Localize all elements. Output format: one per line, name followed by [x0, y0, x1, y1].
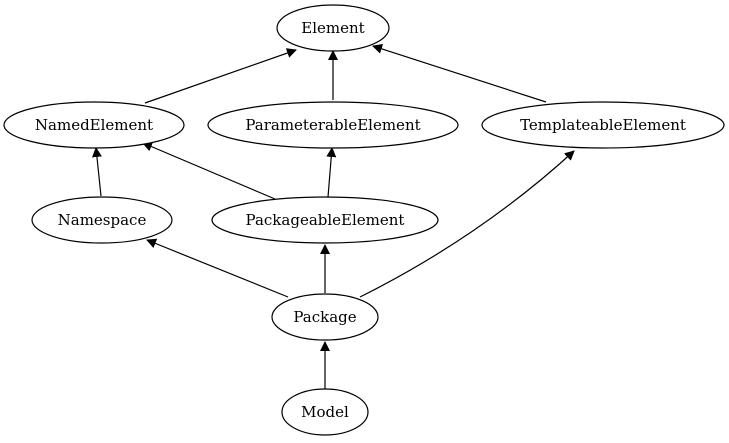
node-label: Element: [301, 19, 364, 37]
node-element[interactable]: Element: [276, 4, 390, 52]
node-label: TemplateableElement: [520, 116, 686, 134]
node-label: ParameterableElement: [245, 116, 420, 134]
node-namespace[interactable]: Namespace: [31, 196, 173, 244]
node-packageableelement[interactable]: PackageableElement: [211, 196, 439, 244]
node-label: Namespace: [58, 211, 147, 229]
edge-packageableelement-to-namedelement: [142, 141, 276, 200]
edge-packageableelement-to-parameterableelement: [326, 147, 337, 198]
node-package[interactable]: Package: [271, 293, 379, 341]
edge-namespace-to-namedelement: [91, 147, 102, 197]
node-label: Model: [301, 403, 349, 421]
edge-namedelement-to-element: [144, 48, 297, 104]
node-model[interactable]: Model: [281, 388, 369, 436]
node-parameterableelement[interactable]: ParameterableElement: [207, 101, 459, 149]
node-label: NamedElement: [35, 116, 153, 134]
edges: [91, 44, 575, 389]
node-templateableelement[interactable]: TemplateableElement: [481, 101, 725, 149]
edge-templateableelement-to-element: [372, 44, 547, 103]
node-label: Package: [293, 308, 356, 326]
node-label: PackageableElement: [246, 211, 405, 229]
node-namedelement[interactable]: NamedElement: [3, 101, 185, 149]
edge-package-to-templateableelement: [359, 150, 575, 298]
edge-package-to-namespace: [146, 238, 289, 298]
